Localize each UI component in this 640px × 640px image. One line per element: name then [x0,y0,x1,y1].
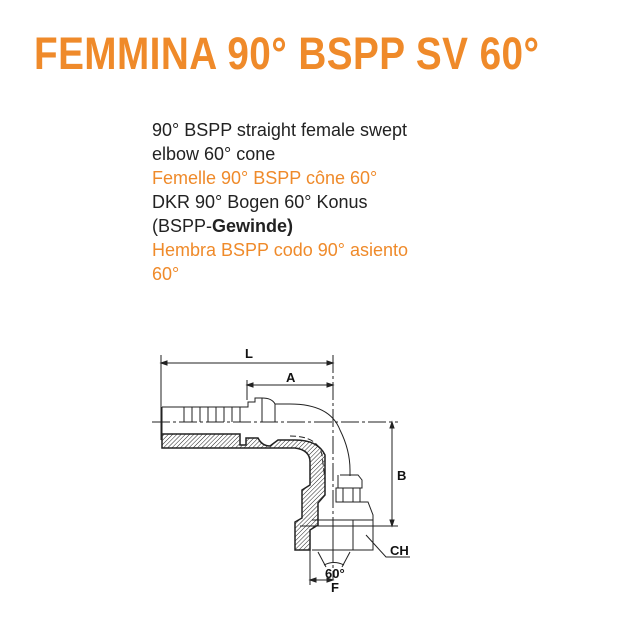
label-b: B [397,468,406,483]
cone-angle [317,551,351,568]
label-f: F [331,580,339,595]
description-en-line2: elbow 60° cone [152,144,276,164]
description-de-line1: DKR 90° Bogen 60° Konus [152,192,368,212]
dimension-f [308,550,335,585]
hex-nut [300,519,374,551]
dimension-a [245,380,335,400]
ch-leader [365,534,410,558]
description-de-line2: (BSPP-Gewinde) [152,214,408,238]
page-title: FEMMINA 90° BSPP SV 60° [34,28,540,79]
description-de-prefix: (BSPP- [152,216,213,236]
product-description: 90° BSPP straight female swept elbow 60°… [152,118,408,286]
description-es-line2: 60° [152,264,180,284]
label-ch: CH [390,543,409,558]
dimension-l [159,355,335,440]
dimension-b [370,420,398,528]
label-l: L [245,346,253,361]
label-angle: 60° [325,566,345,581]
description-fr: Femelle 90° BSPP cône 60° [152,168,378,188]
description-de-bold: Gewinde) [212,216,294,236]
description-en-line1: 90° BSPP straight female swept [152,120,407,140]
description-es-line1: Hembra BSPP codo 90° asiento [152,240,409,260]
fitting-body [161,397,374,551]
label-a: A [286,370,296,385]
